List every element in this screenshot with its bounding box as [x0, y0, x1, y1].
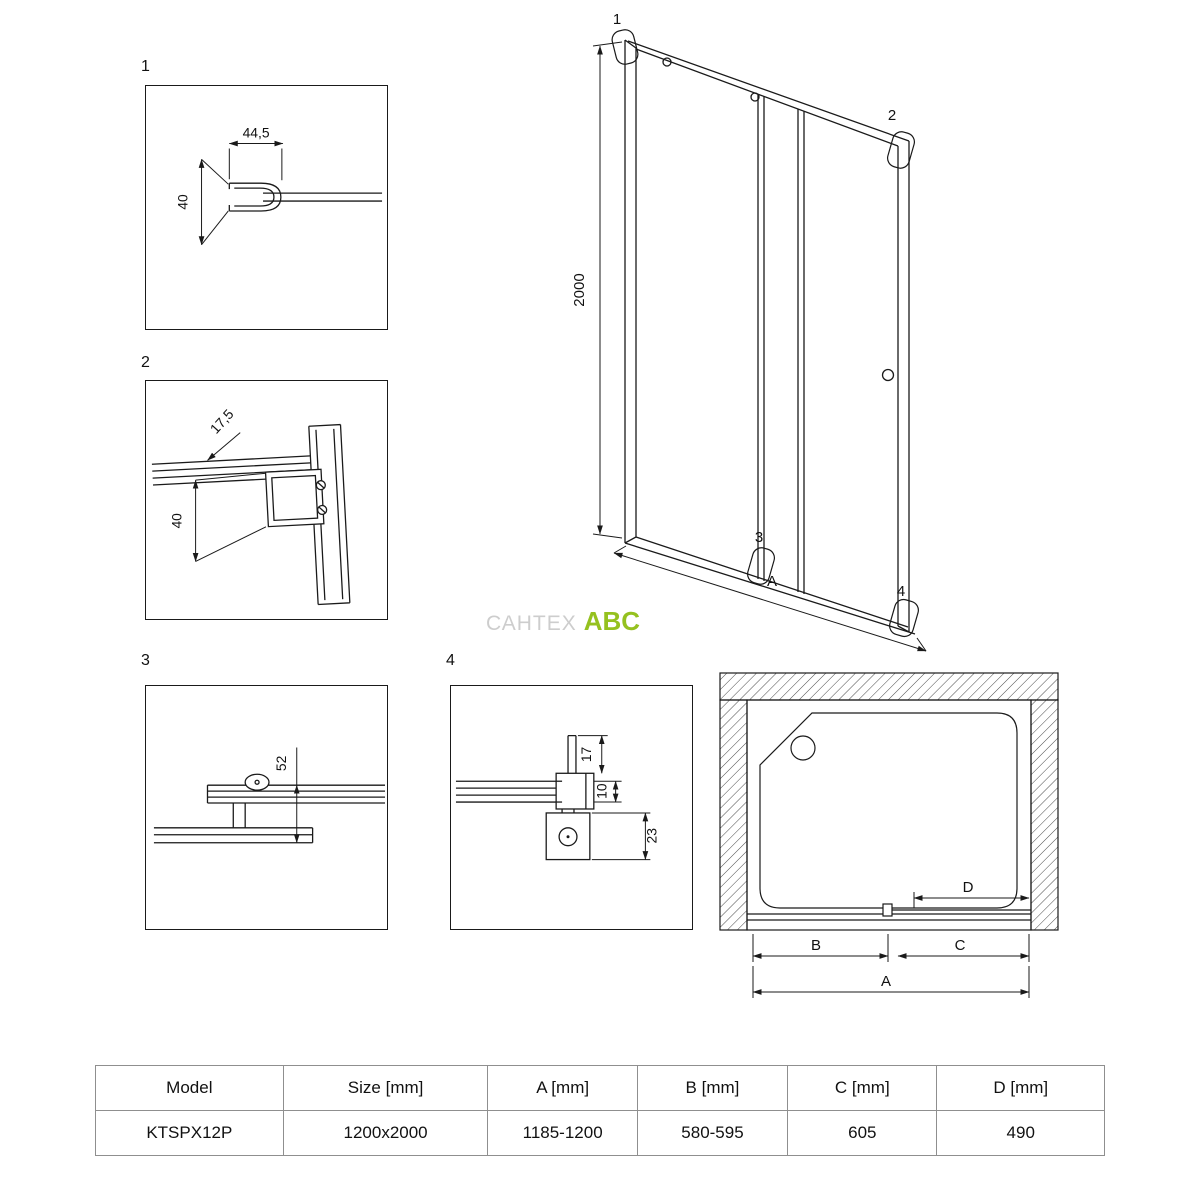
- detail-2-dim-offset: 17,5: [207, 406, 237, 437]
- plan-dimension-lines: [752, 892, 1030, 998]
- detail-2-dimension-lines: [192, 432, 267, 562]
- screw-icon: [662, 57, 672, 67]
- detail-1-drawing: 44,5 40: [175, 125, 383, 246]
- spec-header-row: Model Size [mm] A [mm] B [mm] C [mm] D […: [95, 1065, 1105, 1111]
- door-frame: [624, 39, 916, 635]
- detail-1-box: 44,5 40: [145, 85, 388, 330]
- detail-2-drawing: 17,5 40: [151, 406, 351, 606]
- detail-4-label: 4: [446, 652, 455, 669]
- detail-4-drawing: 17 10 23: [455, 734, 659, 861]
- spec-cell-size: 1200x2000: [282, 1110, 489, 1156]
- spec-cell-a: 1185-1200: [487, 1110, 638, 1156]
- roller-assembly: [153, 773, 386, 844]
- detail-4-box: 17 10 23: [450, 685, 693, 930]
- plan-handle-icon: [882, 903, 893, 917]
- plan-dim-d: D: [963, 879, 974, 896]
- detail-2-dim-height: 40: [169, 513, 185, 529]
- spec-data-row: KTSPX12P 1200x2000 1185-1200 580-595 605…: [95, 1110, 1105, 1156]
- elevation-callout-2: 2: [888, 107, 896, 124]
- spec-header-a: A [mm]: [487, 1065, 638, 1111]
- spec-header-d: D [mm]: [936, 1065, 1105, 1111]
- corner-assembly: [151, 423, 351, 606]
- elevation-callout-3: 3: [755, 529, 763, 546]
- spec-header-c: C [mm]: [787, 1065, 938, 1111]
- elevation-callout-1: 1: [613, 11, 621, 28]
- spec-header-model: Model: [95, 1065, 284, 1111]
- plan-dim-b: B: [811, 937, 821, 954]
- detail-3-dim-height: 52: [273, 755, 289, 771]
- spec-cell-model: KTSPX12P: [95, 1110, 284, 1156]
- plan-dim-a: A: [881, 973, 891, 990]
- detail-2-label: 2: [141, 354, 150, 371]
- drain-icon: [790, 735, 816, 761]
- detail-1-dim-width: 44,5: [243, 125, 270, 141]
- spec-table: Model Size [mm] A [mm] B [mm] C [mm] D […: [95, 1065, 1105, 1156]
- plan-dim-c: C: [955, 937, 966, 954]
- detail-3-label: 3: [141, 652, 150, 669]
- watermark-prefix: САНТЕХ: [486, 612, 577, 635]
- wall-profile-section: [228, 182, 383, 212]
- screw-icon: [750, 92, 760, 102]
- spec-header-b: B [mm]: [636, 1065, 789, 1111]
- shower-plan-drawing: D B C A: [719, 672, 1059, 998]
- detail-1-dimension-lines: [198, 140, 284, 246]
- detail-1-dim-height: 40: [175, 194, 191, 210]
- spec-header-size: Size [mm]: [282, 1065, 489, 1111]
- door-elevation-drawing: 1 2 3 4 2000 A: [571, 11, 927, 652]
- watermark: САНТЕХ ABC: [486, 606, 640, 637]
- detail-4-dim-mid: 10: [594, 783, 610, 799]
- watermark-brand: ABC: [583, 606, 641, 636]
- detail-1-label: 1: [141, 58, 150, 75]
- detail-4-dimension-lines: [577, 735, 651, 861]
- detail-4-dim-top: 17: [578, 746, 594, 762]
- spec-cell-c: 605: [787, 1110, 938, 1156]
- spec-cell-d: 490: [936, 1110, 1105, 1156]
- detail-3-drawing: 52: [153, 747, 386, 844]
- elevation-callout-4: 4: [897, 583, 905, 600]
- door-handle-icon: [881, 368, 895, 382]
- bottom-guide-assembly: [455, 734, 595, 861]
- callout-frames: [611, 29, 919, 638]
- detail-4-dim-bottom: 23: [643, 828, 659, 844]
- detail-3-box: 52: [145, 685, 388, 930]
- elevation-dimension-lines: [592, 41, 927, 652]
- spec-cell-b: 580-595: [636, 1110, 789, 1156]
- detail-2-box: 17,5 40: [145, 380, 388, 620]
- elevation-height-dim: 2000: [571, 273, 588, 306]
- walls-and-tray: [719, 672, 1059, 931]
- elevation-width-dim: A: [767, 573, 777, 590]
